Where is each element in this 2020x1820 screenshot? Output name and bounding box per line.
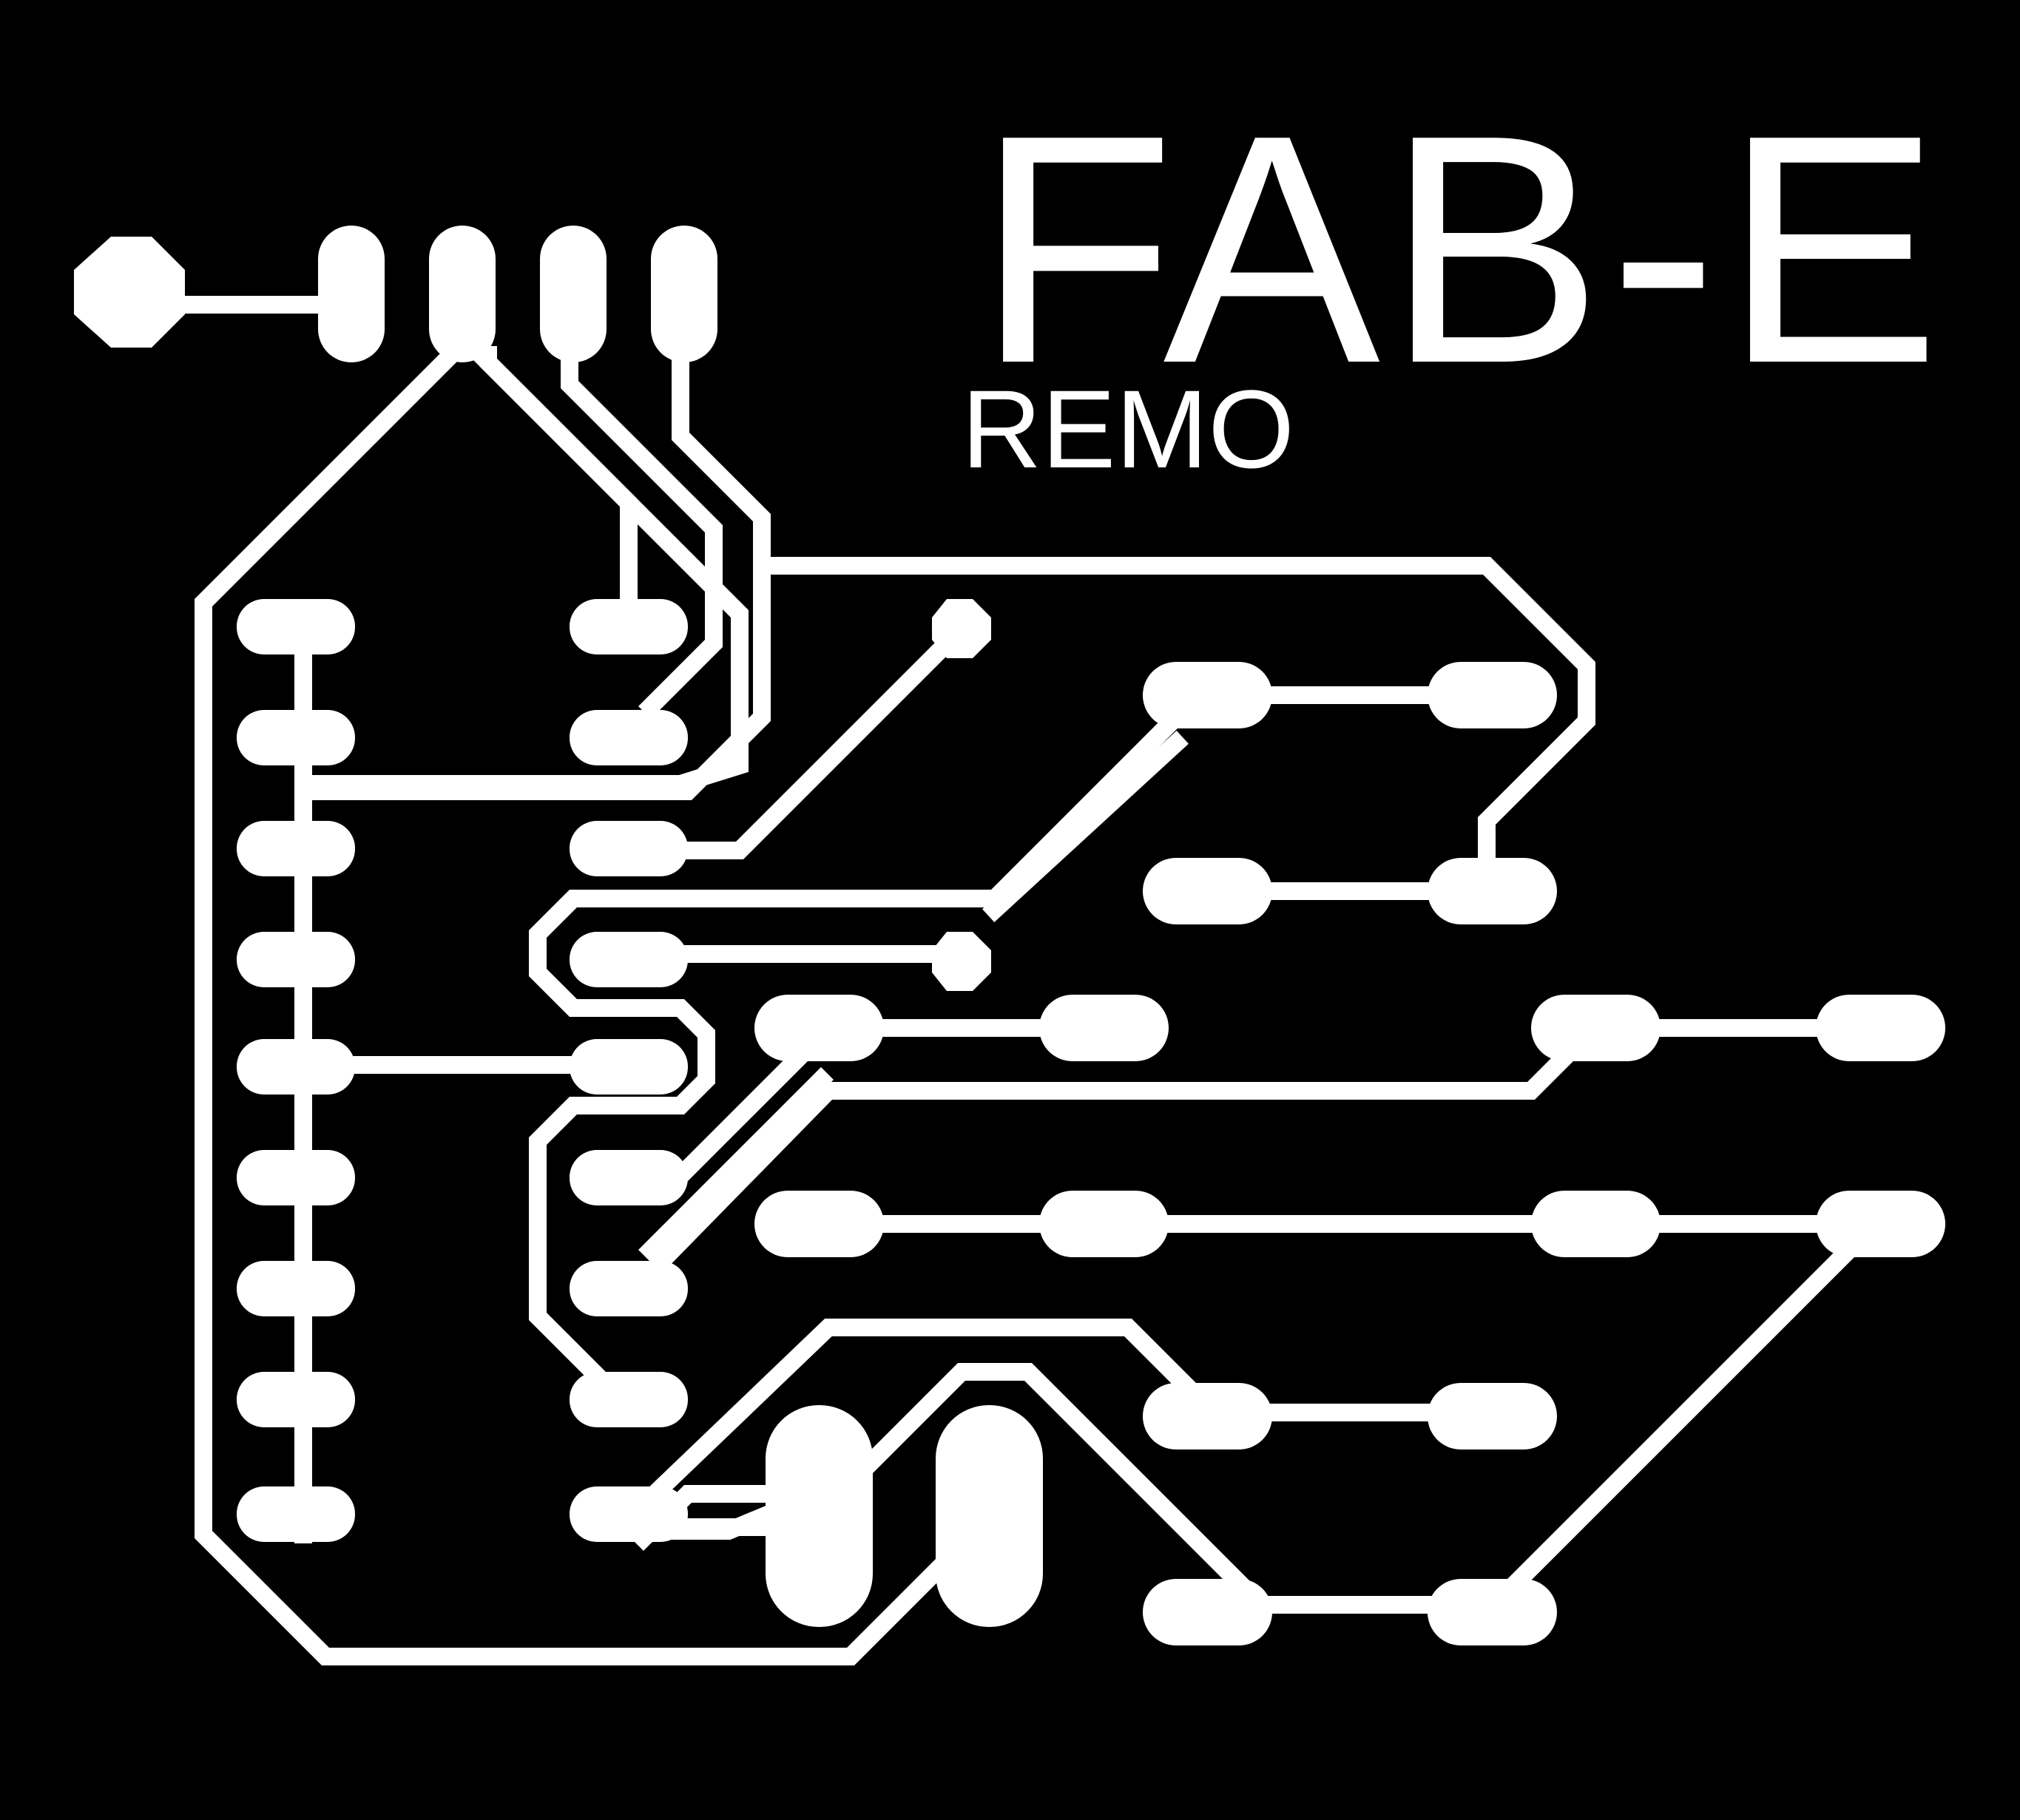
- component-pad: [1143, 662, 1272, 728]
- ic-pad: [570, 932, 688, 987]
- trace: [1489, 1245, 1854, 1610]
- ic-pad: [237, 821, 355, 876]
- large-oval-pad: [936, 1405, 1043, 1627]
- ic-pad: [237, 1372, 355, 1427]
- trace: [657, 612, 978, 859]
- component-pad: [1816, 1191, 1945, 1257]
- trace: [664, 1041, 815, 1192]
- header-pin: [318, 226, 385, 362]
- board-title: FAB-E: [976, 68, 1947, 431]
- component-pad: [754, 1191, 884, 1257]
- ic-pad: [237, 1039, 355, 1095]
- ic-pad: [237, 1486, 355, 1542]
- trace: [753, 557, 1595, 874]
- component-pad: [1428, 1383, 1557, 1449]
- ic-pad: [570, 1150, 688, 1205]
- board-subtitle: REMO: [962, 367, 1294, 491]
- component-pad: [1143, 1579, 1272, 1645]
- ic-pad: [570, 599, 688, 654]
- ic-pad: [570, 1039, 688, 1095]
- trace: [529, 705, 1189, 1398]
- trace: [982, 731, 1189, 922]
- component-pad: [1039, 1191, 1169, 1257]
- component-pad: [1143, 858, 1272, 924]
- ic-pad: [570, 1486, 688, 1542]
- component-pad: [1531, 1191, 1661, 1257]
- trace: [638, 1319, 1196, 1510]
- trace: [638, 1041, 1581, 1285]
- trace-group: [176, 296, 1873, 1665]
- header-pin: [429, 226, 496, 362]
- component-pad: [1428, 1579, 1557, 1645]
- ic-pad: [237, 932, 355, 987]
- component-pad: [1816, 995, 1945, 1061]
- trace: [195, 335, 952, 1665]
- octagon-pad: [74, 237, 185, 348]
- header-pin: [651, 226, 717, 362]
- ic-pad: [237, 710, 355, 765]
- large-oval-pad: [766, 1405, 873, 1627]
- component-pad: [1039, 995, 1169, 1061]
- ic-pad: [237, 599, 355, 654]
- component-pad: [1143, 1383, 1272, 1449]
- ic-pad: [237, 1150, 355, 1205]
- trace: [638, 1067, 834, 1262]
- ic-pad: [237, 1261, 355, 1316]
- component-pad: [754, 995, 884, 1061]
- component-pad: [1428, 858, 1557, 924]
- via-pad: [932, 932, 991, 991]
- trace: [860, 1363, 1263, 1606]
- ic-pad: [570, 1372, 688, 1427]
- header-pin: [540, 226, 607, 362]
- ic-pad: [570, 821, 688, 876]
- via-pad: [932, 599, 991, 658]
- pad-group: [74, 226, 1945, 1645]
- component-pad: [1531, 995, 1661, 1061]
- ic-pad: [570, 1261, 688, 1316]
- trace: [672, 1501, 785, 1540]
- ic-pad: [570, 710, 688, 765]
- trace: [561, 346, 723, 719]
- component-pad: [1428, 662, 1557, 728]
